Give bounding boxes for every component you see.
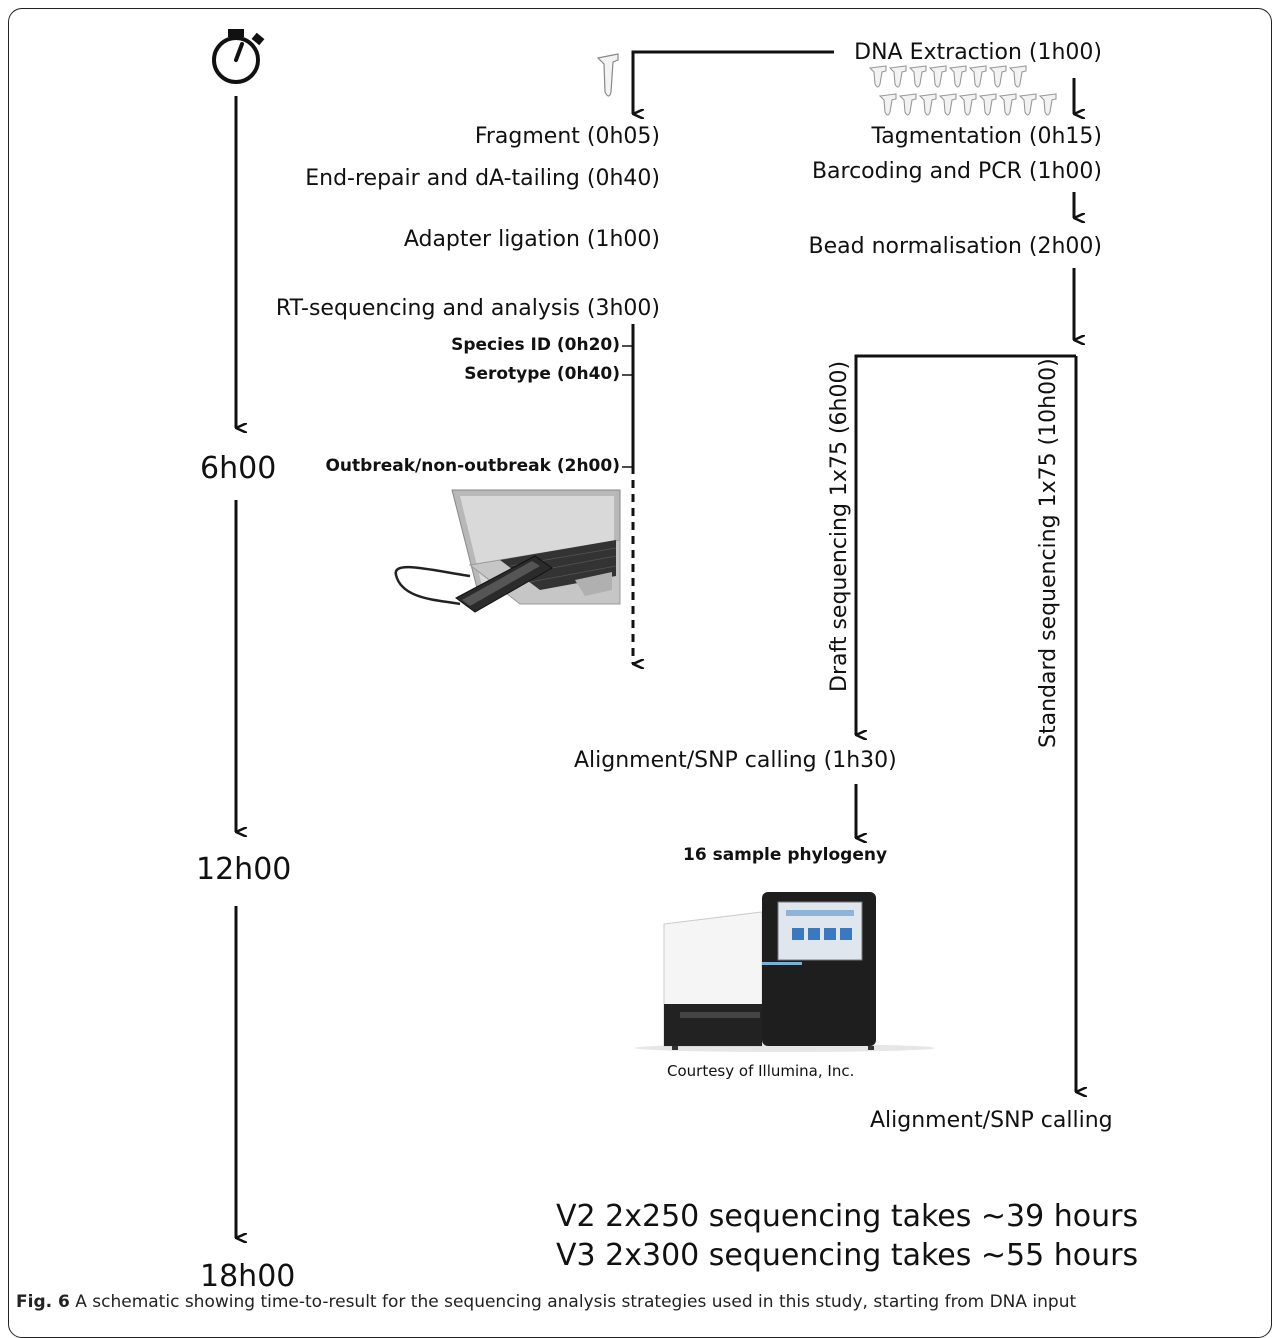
step-fragment: Fragment (0h05) bbox=[474, 124, 660, 149]
step-alignment-standard: Alignment/SNP calling bbox=[870, 1108, 1113, 1133]
time-mark-12h: 12h00 bbox=[196, 852, 292, 887]
standard-sequencing-label: Standard sequencing 1x75 (10h00) bbox=[1036, 358, 1061, 748]
step-bead-normalisation: Bead normalisation (2h00) bbox=[808, 234, 1102, 259]
caption-label: Fig. 6 bbox=[16, 1292, 70, 1312]
miseq-instrument-image bbox=[635, 892, 935, 1052]
tube-rack-icon bbox=[868, 65, 1057, 116]
caption-text: A schematic showing time-to-result for t… bbox=[69, 1292, 1077, 1312]
tube-icon bbox=[596, 53, 619, 97]
result-outbreak: Outbreak/non-outbreak (2h00) bbox=[325, 456, 620, 476]
time-mark-18h: 18h00 bbox=[200, 1259, 296, 1294]
step-end-repair: End-repair and dA-tailing (0h40) bbox=[305, 166, 660, 191]
step-rt-sequencing: RT-sequencing and analysis (3h00) bbox=[275, 296, 660, 321]
figure-caption: Fig. 6 A schematic showing time-to-resul… bbox=[16, 1292, 1076, 1312]
draft-sequencing-label: Draft sequencing 1x75 (6h00) bbox=[827, 360, 852, 692]
step-adapter-ligation: Adapter ligation (1h00) bbox=[403, 227, 660, 252]
note-v2: V2 2x250 sequencing takes ~39 hours bbox=[556, 1199, 1139, 1234]
stopwatch-icon bbox=[212, 29, 265, 84]
laptop-minion-image bbox=[394, 489, 621, 613]
note-v3: V3 2x300 sequencing takes ~55 hours bbox=[556, 1238, 1139, 1273]
result-species-id: Species ID (0h20) bbox=[451, 335, 620, 355]
step-alignment-draft: Alignment/SNP calling (1h30) bbox=[574, 748, 897, 773]
step-tagmentation: Tagmentation (0h15) bbox=[871, 124, 1103, 149]
time-mark-6h: 6h00 bbox=[200, 451, 277, 486]
step-dna-extraction: DNA Extraction (1h00) bbox=[854, 40, 1102, 65]
step-barcoding-pcr: Barcoding and PCR (1h00) bbox=[811, 159, 1102, 184]
minion-path-lines bbox=[622, 50, 834, 664]
image-credit: Courtesy of Illumina, Inc. bbox=[667, 1062, 855, 1080]
result-serotype: Serotype (0h40) bbox=[464, 364, 620, 384]
miseq-path-lines bbox=[854, 78, 1076, 1092]
result-phylogeny: 16 sample phylogeny bbox=[683, 845, 888, 865]
